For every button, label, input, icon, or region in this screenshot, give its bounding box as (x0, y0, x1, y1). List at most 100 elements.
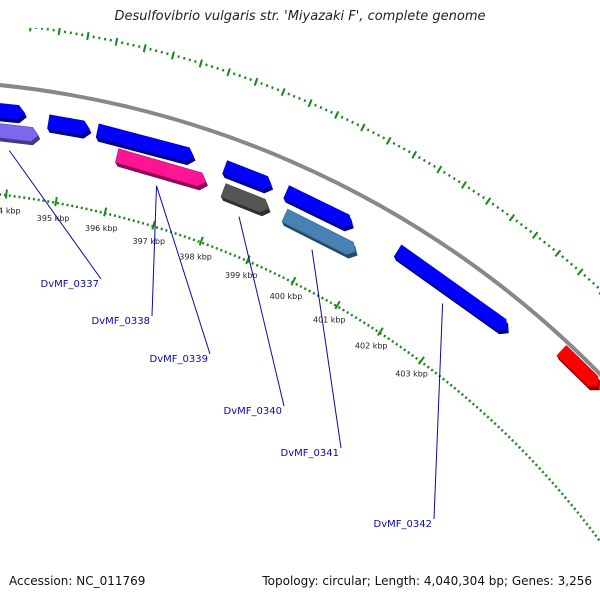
gene-label-leader (433, 303, 444, 520)
outer-tick-dot (154, 49, 158, 53)
inner-tick-major (54, 196, 58, 207)
gene-feature[interactable] (556, 345, 600, 391)
gene-arrow-shadow (556, 355, 600, 391)
outer-tick-dot (542, 240, 547, 244)
inner-tick-dot (337, 306, 341, 310)
gene-feature[interactable] (281, 208, 358, 259)
gene-label-leader (151, 185, 157, 317)
inner-tick-dot (570, 503, 574, 507)
outer-tick-dot (591, 281, 596, 285)
inner-tick-dot (547, 477, 552, 481)
inner-tick-dot (582, 518, 586, 522)
outer-tick-dot (303, 99, 307, 103)
inner-tick-dot (434, 371, 438, 375)
gene-feature[interactable] (0, 101, 27, 124)
outer-tick-dot (314, 103, 317, 107)
gene-arrow (220, 183, 269, 213)
inner-tick-major (290, 276, 297, 286)
outer-tick-dot (210, 65, 214, 69)
gene-arrow-shadow (283, 198, 354, 232)
kbp-tick-label: 401 kbp (313, 315, 346, 324)
gene-arrow-shadow (221, 196, 271, 217)
gene-feature[interactable] (283, 185, 354, 232)
gene-arrow (95, 123, 194, 162)
gene-label-link[interactable]: DvMF_0342 (374, 519, 432, 530)
outer-tick-dot (392, 141, 396, 145)
outer-tick-dot (149, 47, 152, 51)
outer-tick-major (198, 59, 203, 68)
inner-tick-dot (497, 425, 501, 429)
outer-tick-dot (330, 110, 333, 114)
gene-label-link[interactable]: DvMF_0339 (150, 354, 208, 365)
gene-arrow (47, 114, 90, 135)
inner-tick-dot (517, 445, 522, 450)
inner-tick-dot (493, 422, 497, 426)
outer-tick-major (170, 51, 175, 60)
inner-tick-dot (242, 257, 246, 261)
outer-tick-dot (515, 219, 519, 223)
inner-tick-dot (514, 442, 518, 446)
gene-label-link[interactable]: DvMF_0340 (224, 406, 282, 417)
outer-tick-dot (447, 173, 451, 178)
gene-arrow (283, 185, 353, 228)
gene-feature[interactable] (0, 122, 41, 146)
outer-tick-dot (120, 41, 124, 45)
outer-tick-major (2, 28, 3, 29)
inner-tick-dot (358, 318, 362, 322)
inner-tick-dot (66, 203, 69, 207)
outer-tick-dot (519, 222, 523, 227)
inner-tick-dot (183, 235, 187, 239)
inner-tick-dot (160, 227, 164, 231)
inner-tick-dot (579, 514, 583, 519)
inner-tick-dot (366, 323, 370, 327)
inner-tick-dot (282, 276, 285, 280)
inner-tick-dot (460, 392, 464, 397)
outer-tick-major (508, 214, 516, 222)
inner-tick-dot (286, 278, 290, 282)
outer-tick-dot (109, 38, 112, 42)
inner-tick-major (376, 327, 384, 336)
inner-tick-dot (479, 408, 483, 413)
gene-feature[interactable] (393, 244, 509, 335)
outer-tick-dot (232, 72, 236, 76)
inner-tick-dot (510, 438, 515, 443)
gene-feature[interactable] (222, 160, 274, 194)
outer-tick-dot (221, 68, 225, 72)
inner-tick-dot (414, 356, 419, 360)
outer-tick-major (57, 28, 61, 36)
outer-tick-dot (457, 180, 461, 184)
gene-feature[interactable] (47, 114, 92, 139)
inner-tick-dot (113, 214, 117, 218)
outer-tick-dot (287, 92, 291, 96)
outer-tick-dot (472, 189, 476, 193)
inner-tick-dot (137, 220, 140, 224)
gene-label-link[interactable]: DvMF_0338 (92, 316, 150, 327)
outer-tick-dot (467, 186, 471, 190)
inner-tick-dot (362, 321, 366, 325)
inner-tick-dot (426, 365, 430, 369)
outer-tick-dot (271, 86, 274, 90)
outer-tick-major (531, 231, 539, 240)
outer-tick-major (411, 150, 418, 159)
gene-label-link[interactable]: DvMF_0341 (281, 448, 339, 459)
inner-tick-dot (354, 315, 358, 320)
inner-tick-dot (563, 496, 568, 500)
gene-feature[interactable] (115, 148, 208, 191)
inner-tick-dot (422, 362, 426, 366)
inner-tick-dot (312, 291, 316, 295)
gene-arrow-shadow (47, 128, 92, 139)
gene-feature[interactable] (220, 183, 271, 217)
map-title: Desulfovibrio vulgaris str. 'Miyazaki F'… (114, 9, 486, 24)
inner-tick-dot (471, 402, 475, 406)
inner-tick-dot (528, 456, 532, 460)
kbp-tick-label: 400 kbp (270, 292, 303, 301)
outer-tick-dot (397, 144, 401, 148)
inner-tick-dot (576, 511, 580, 515)
outer-tick-major (460, 181, 467, 189)
outer-tick-major (576, 268, 584, 276)
inner-tick-dot (591, 530, 595, 534)
gene-label-link[interactable]: DvMF_0337 (41, 279, 99, 290)
gene-feature[interactable] (95, 123, 196, 166)
inner-tick-dot (99, 210, 102, 214)
